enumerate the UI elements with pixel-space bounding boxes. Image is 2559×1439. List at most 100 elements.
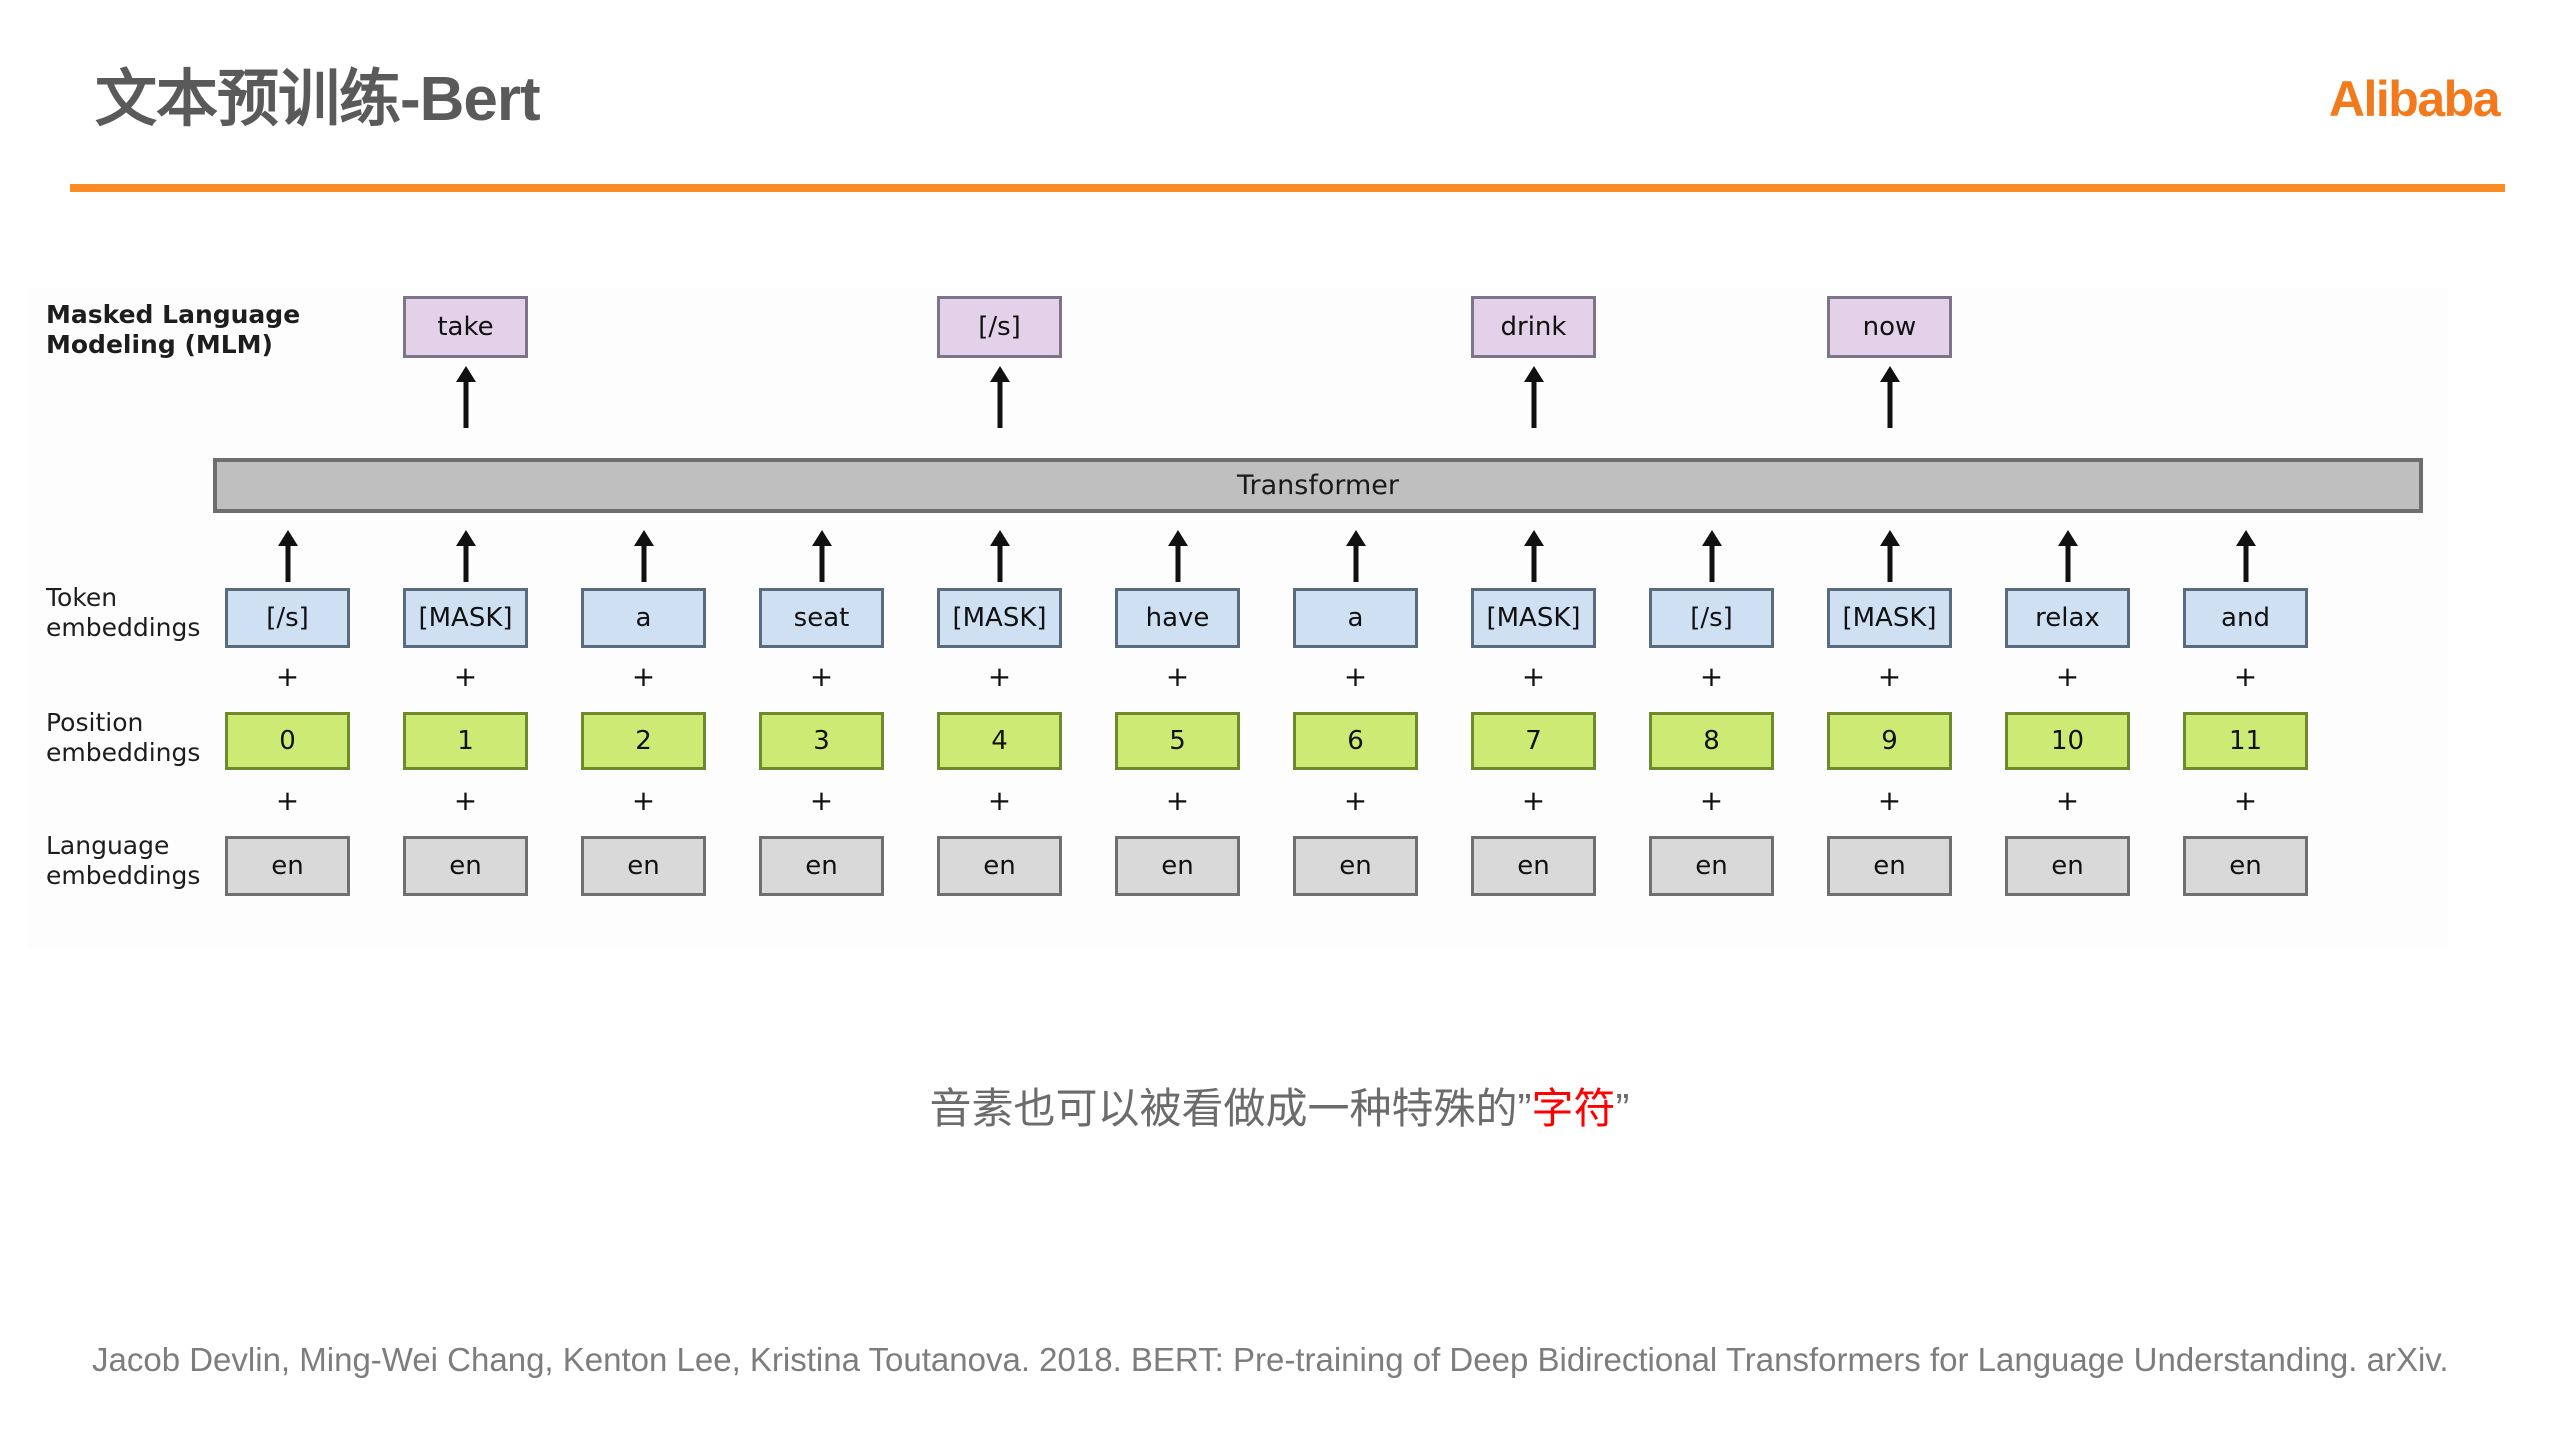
language-embedding-box: en <box>403 836 528 896</box>
language-embedding-box: en <box>1649 836 1774 896</box>
language-embedding-label: en <box>1517 851 1550 881</box>
bert-architecture-figure: Masked Language Modeling (MLM) Token emb… <box>28 288 2448 948</box>
plus-symbol: + <box>1343 660 1368 693</box>
token-embedding-label: [MASK] <box>1842 603 1937 633</box>
position-embedding-label: 1 <box>457 726 474 756</box>
plus-symbol: + <box>2055 784 2080 817</box>
language-embedding-box: en <box>1471 836 1596 896</box>
token-embedding-label: seat <box>793 603 850 633</box>
arrow-up-icon <box>581 530 706 582</box>
position-embedding-label: 3 <box>813 726 830 756</box>
transformer-label: Transformer <box>1236 470 1399 501</box>
plus-symbol: + <box>1699 784 1724 817</box>
transformer-block: Transformer <box>213 458 2423 513</box>
token-embedding-box: [/s] <box>225 588 350 648</box>
arrow-up-icon <box>2005 530 2130 582</box>
position-embedding-label: 11 <box>2228 726 2263 756</box>
position-embedding-box: 0 <box>225 712 350 770</box>
plus-symbol: + <box>2233 784 2258 817</box>
language-embedding-label: en <box>1695 851 1728 881</box>
plus-symbol: + <box>1165 784 1190 817</box>
language-embedding-box: en <box>2005 836 2130 896</box>
plus-symbol: + <box>275 784 300 817</box>
position-embedding-label: 5 <box>1169 726 1186 756</box>
token-embedding-label: [/s] <box>1690 603 1733 633</box>
token-embedding-label: relax <box>2035 603 2100 633</box>
arrow-up-icon <box>937 366 1062 428</box>
language-embedding-box: en <box>937 836 1062 896</box>
mlm-prediction-box: take <box>403 296 528 358</box>
token-embedding-box: seat <box>759 588 884 648</box>
plus-symbol: + <box>631 660 656 693</box>
token-embedding-label: a <box>635 603 652 633</box>
position-embedding-box: 10 <box>2005 712 2130 770</box>
token-embedding-box: [MASK] <box>403 588 528 648</box>
token-embedding-box: a <box>581 588 706 648</box>
position-embedding-box: 9 <box>1827 712 1952 770</box>
language-embedding-label: en <box>627 851 660 881</box>
plus-symbol: + <box>809 784 834 817</box>
arrow-up-icon <box>2183 530 2308 582</box>
plus-symbol: + <box>1343 784 1368 817</box>
plus-symbol: + <box>453 784 478 817</box>
token-embedding-box: relax <box>2005 588 2130 648</box>
token-embedding-label: [/s] <box>266 603 309 633</box>
plus-symbol: + <box>275 660 300 693</box>
arrow-up-icon <box>1471 366 1596 428</box>
arrow-up-icon <box>1649 530 1774 582</box>
language-embedding-box: en <box>2183 836 2308 896</box>
position-embedding-box: 1 <box>403 712 528 770</box>
plus-symbol: + <box>1521 660 1546 693</box>
row-label-mlm: Masked Language Modeling (MLM) <box>46 300 301 359</box>
slide-caption: 音素也可以被看做成一种特殊的”字符” <box>0 1075 2559 1136</box>
position-embedding-label: 10 <box>2050 726 2085 756</box>
token-embedding-label: [MASK] <box>1486 603 1581 633</box>
token-embedding-box: [MASK] <box>1471 588 1596 648</box>
position-embedding-box: 7 <box>1471 712 1596 770</box>
position-embedding-box: 4 <box>937 712 1062 770</box>
language-embedding-box: en <box>759 836 884 896</box>
token-embedding-label: a <box>1347 603 1364 633</box>
plus-symbol: + <box>1521 784 1546 817</box>
plus-symbol: + <box>1699 660 1724 693</box>
row-label-position-embeddings: Position embeddings <box>46 708 201 767</box>
arrow-up-icon <box>225 530 350 582</box>
language-embedding-box: en <box>581 836 706 896</box>
token-embedding-box: [MASK] <box>937 588 1062 648</box>
language-embedding-label: en <box>1873 851 1906 881</box>
caption-highlight: 字符 <box>1531 1085 1616 1132</box>
plus-symbol: + <box>987 660 1012 693</box>
mlm-prediction-box: drink <box>1471 296 1596 358</box>
token-embedding-box: [MASK] <box>1827 588 1952 648</box>
language-embedding-label: en <box>983 851 1016 881</box>
row-label-language-embeddings: Language embeddings <box>46 831 201 890</box>
token-embedding-box: a <box>1293 588 1418 648</box>
caption-prefix: 音素也可以被看做成一种特殊的” <box>929 1085 1532 1132</box>
language-embedding-label: en <box>1161 851 1194 881</box>
language-embedding-box: en <box>1115 836 1240 896</box>
mlm-prediction-label: [/s] <box>978 312 1021 342</box>
language-embedding-label: en <box>805 851 838 881</box>
alibaba-logo: Alibaba <box>2328 71 2501 127</box>
mlm-prediction-label: take <box>437 312 494 342</box>
position-embedding-label: 8 <box>1703 726 1720 756</box>
language-embedding-box: en <box>1827 836 1952 896</box>
arrow-up-icon <box>1293 530 1418 582</box>
row-label-token-embeddings: Token embeddings <box>46 583 201 642</box>
position-embedding-label: 0 <box>279 726 296 756</box>
token-embedding-box: and <box>2183 588 2308 648</box>
position-embedding-box: 5 <box>1115 712 1240 770</box>
plus-symbol: + <box>2055 660 2080 693</box>
arrow-up-icon <box>1115 530 1240 582</box>
arrow-up-icon <box>759 530 884 582</box>
token-embedding-label: [MASK] <box>952 603 1047 633</box>
position-embedding-label: 2 <box>635 726 652 756</box>
plus-symbol: + <box>1877 660 1902 693</box>
position-embedding-label: 6 <box>1347 726 1364 756</box>
token-embedding-label: have <box>1145 603 1210 633</box>
plus-symbol: + <box>453 660 478 693</box>
position-embedding-box: 6 <box>1293 712 1418 770</box>
language-embedding-label: en <box>2051 851 2084 881</box>
arrow-up-icon <box>1471 530 1596 582</box>
token-embedding-label: [MASK] <box>418 603 513 633</box>
